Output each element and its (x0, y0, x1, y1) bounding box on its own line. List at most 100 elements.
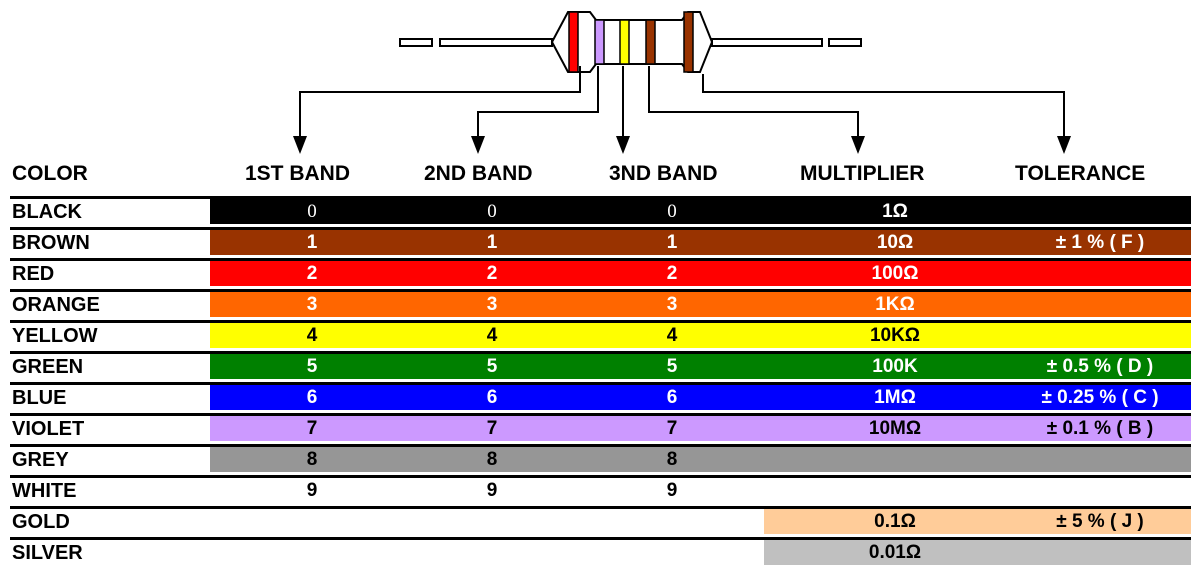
row-divider (210, 227, 1191, 230)
band3-value (582, 509, 762, 535)
color-swatch-bar (210, 199, 1191, 224)
band1-value (222, 509, 402, 535)
band3-value: 9 (666, 480, 678, 501)
band1-value: 3 (306, 294, 318, 315)
color-name: BLACK (10, 196, 210, 227)
band1-value: 2 (306, 263, 318, 284)
band2-value: 8 (486, 449, 498, 470)
band1-value: 5 (306, 356, 318, 377)
table-row-brown: BROWN 1 1 1 10Ω ± 1 % ( F ) (10, 227, 1191, 258)
arrow-band3 (616, 136, 630, 154)
band2-value: 2 (486, 263, 498, 284)
connector-band1 (299, 66, 581, 140)
table-row-gold: GOLD 0.1Ω ± 5 % ( J ) (10, 506, 1191, 537)
band2-value (402, 540, 582, 566)
multiplier-value: 0.1Ω (874, 511, 916, 532)
multiplier-value: 1Ω (882, 201, 908, 222)
resistor-body (550, 11, 714, 73)
row-divider (210, 320, 1191, 323)
resistor-lead-left (439, 38, 553, 47)
color-name: GOLD (10, 506, 210, 537)
resistor-lead-left-short (399, 38, 433, 47)
multiplier-value: 100K (872, 356, 918, 377)
row-divider (210, 289, 1191, 292)
band3-value: 2 (666, 263, 678, 284)
band1-value: 8 (306, 449, 318, 470)
color-name: BROWN (10, 227, 210, 258)
band2-value (402, 509, 582, 535)
table-row-red: RED 2 2 2 100Ω (10, 258, 1191, 289)
band3-value: 0 (667, 201, 677, 222)
tolerance-value (1010, 478, 1190, 504)
row-divider (210, 413, 1191, 416)
tolerance-value: ± 1 % ( F ) (1055, 232, 1145, 253)
color-swatch-bar (210, 230, 1191, 255)
color-swatch-bar (210, 261, 1191, 286)
band1-value: 1 (306, 232, 318, 253)
header-multiplier: MULTIPLIER (800, 162, 925, 185)
band3-value: 7 (666, 418, 678, 439)
connector-band2 (477, 66, 599, 140)
multiplier-value: 10Ω (876, 232, 914, 253)
arrow-multiplier (851, 136, 865, 154)
multiplier-tolerance-swatch (764, 509, 1191, 534)
band3-value: 3 (666, 294, 678, 315)
row-divider (210, 196, 1191, 199)
color-name: RED (10, 258, 210, 289)
resistor-band-5 (683, 11, 694, 73)
tolerance-value: ± 0.25 % ( C ) (1041, 387, 1159, 408)
multiplier-value: 100Ω (871, 263, 919, 284)
band2-value: 3 (486, 294, 498, 315)
connector-tolerance (702, 74, 1065, 140)
multiplier-value: 10MΩ (868, 418, 922, 439)
color-name: GREY (10, 444, 210, 475)
row-divider (210, 258, 1191, 261)
multiplier-value: 1MΩ (874, 387, 916, 408)
row-divider (210, 475, 1191, 478)
tolerance-value: ± 0.1 % ( B ) (1046, 418, 1154, 439)
table-row-white: WHITE 9 9 9 (10, 475, 1191, 506)
resistor-lead-right-short (828, 38, 862, 47)
band1-value: 4 (306, 325, 318, 346)
band3-value: 1 (666, 232, 678, 253)
band2-value: 9 (486, 480, 498, 501)
color-swatch-bar (210, 385, 1191, 410)
multiplier-value: 10KΩ (869, 325, 921, 346)
tolerance-value (1010, 323, 1190, 349)
band1-value: 7 (306, 418, 318, 439)
band3-value: 5 (666, 356, 678, 377)
arrow-tolerance (1057, 136, 1071, 154)
band2-value: 5 (486, 356, 498, 377)
row-divider (210, 351, 1191, 354)
band1-value (222, 540, 402, 566)
resistor-band-2 (594, 19, 605, 65)
header-band1: 1ST BAND (245, 162, 351, 185)
arrow-band2 (471, 136, 485, 154)
band1-value: 6 (306, 387, 318, 408)
color-swatch-bar (210, 478, 1191, 503)
table-row-grey: GREY 8 8 8 (10, 444, 1191, 475)
band1-value: 0 (307, 201, 317, 222)
band2-value: 0 (487, 201, 497, 222)
multiplier-value (770, 478, 1020, 504)
resistor-diagram (293, 11, 1071, 154)
header-color: COLOR (12, 162, 88, 185)
band2-value: 1 (486, 232, 498, 253)
row-divider (210, 537, 1191, 540)
connector-multiplier (648, 66, 859, 140)
tolerance-value: ± 0.5 % ( D ) (1046, 356, 1154, 377)
color-name: WHITE (10, 475, 210, 506)
tolerance-value: ± 5 % ( J ) (1056, 511, 1144, 532)
band3-value: 6 (666, 387, 678, 408)
band1-value: 9 (306, 480, 318, 501)
row-divider (210, 444, 1191, 447)
band3-value: 8 (666, 449, 678, 470)
arrow-band1 (293, 136, 307, 154)
band2-value: 7 (486, 418, 498, 439)
color-name: ORANGE (10, 289, 210, 320)
